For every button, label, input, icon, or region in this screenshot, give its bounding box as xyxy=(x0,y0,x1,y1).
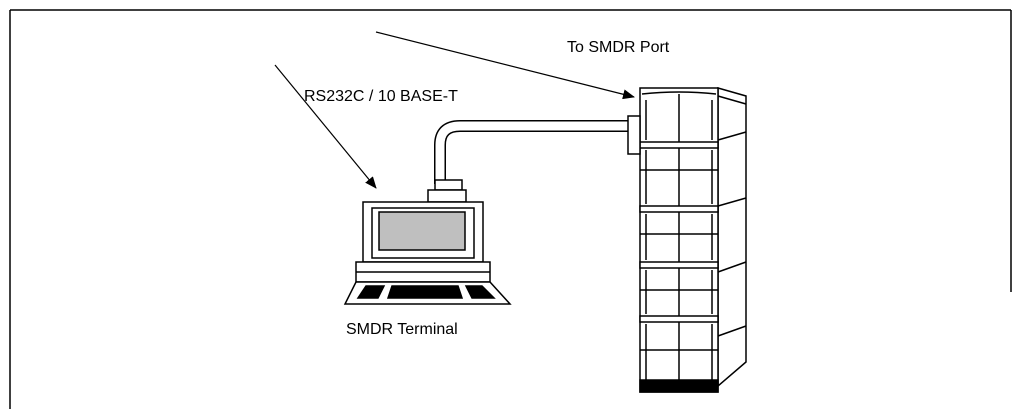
cable-icon xyxy=(434,120,628,184)
pbx-cabinet-icon xyxy=(627,87,747,393)
terminal-label: SMDR Terminal xyxy=(346,321,458,338)
smdr-port-label: To SMDR Port xyxy=(567,39,670,56)
terminal-screen xyxy=(378,211,466,251)
computer-terminal-icon xyxy=(343,179,512,305)
smdr-port-arrow xyxy=(375,31,635,100)
interface-arrow xyxy=(274,64,377,189)
interface-label: RS232C / 10 BASE-T xyxy=(304,88,458,105)
frame-border xyxy=(9,9,1012,409)
